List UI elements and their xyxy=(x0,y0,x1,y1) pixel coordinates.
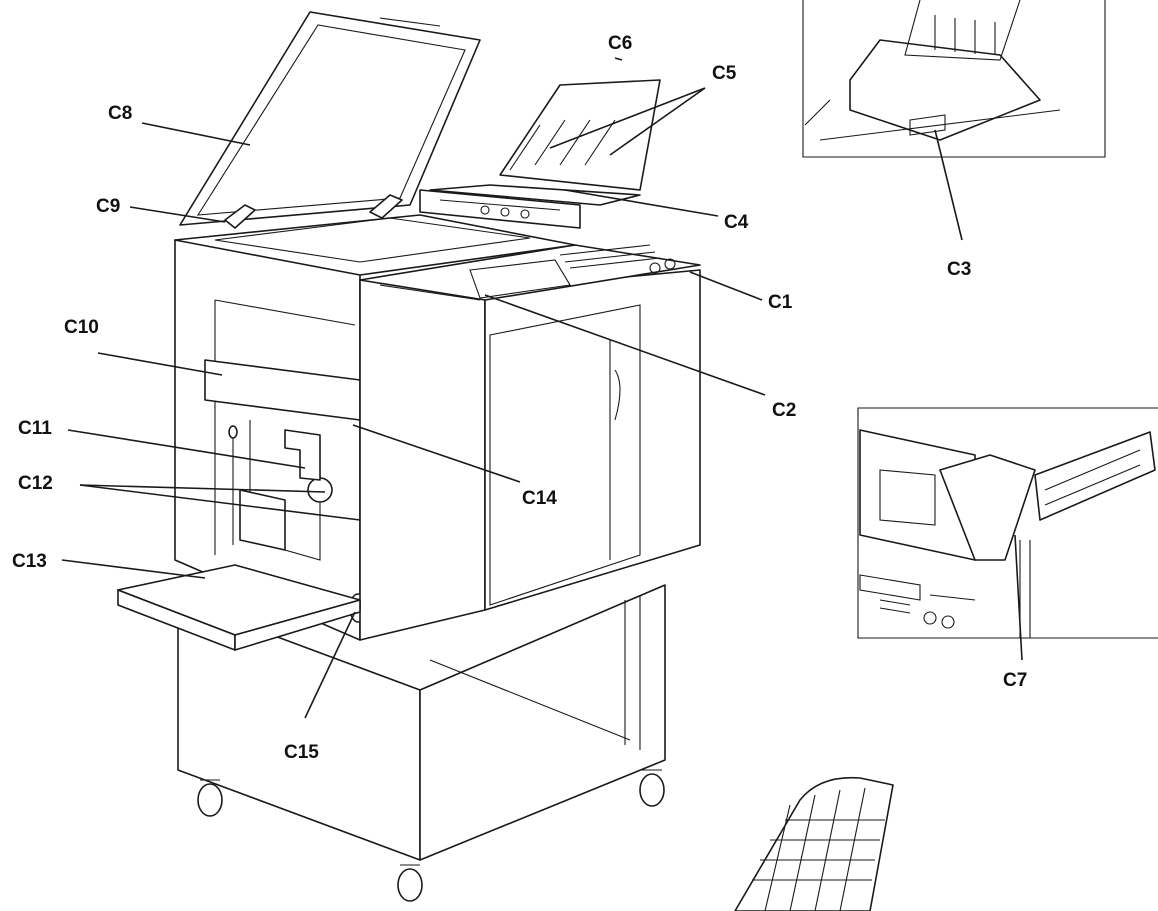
label-c12: C12 xyxy=(18,473,53,494)
leader-c5b xyxy=(609,87,706,156)
leader-c1 xyxy=(689,271,763,301)
label-c1: C1 xyxy=(768,292,793,313)
leader-c15 xyxy=(304,611,356,719)
label-c10: C10 xyxy=(64,317,99,338)
bottom-right-tray xyxy=(734,776,894,911)
label-c7: C7 xyxy=(1003,670,1027,691)
label-c8: C8 xyxy=(108,103,132,124)
callout-labels: C1 C2 C3 C4 C5 C6 C7 C8 C9 C10 C11 C12 C… xyxy=(12,33,1027,763)
leader-c12a xyxy=(79,484,326,493)
inset-top-right xyxy=(802,0,1106,158)
leader-c12b xyxy=(79,484,361,521)
label-c3: C3 xyxy=(947,259,971,280)
main-machine-illustration xyxy=(117,11,701,902)
leader-c11 xyxy=(67,429,306,469)
label-c4: C4 xyxy=(724,212,749,233)
label-c2: C2 xyxy=(772,400,796,421)
leader-c5a xyxy=(549,87,706,149)
label-c6: C6 xyxy=(608,33,632,54)
leader-c2 xyxy=(484,294,766,396)
label-c15: C15 xyxy=(284,742,319,763)
label-c5: C5 xyxy=(712,63,737,84)
leader-c9 xyxy=(129,206,226,223)
inset-middle-right xyxy=(857,407,1158,639)
leader-c7 xyxy=(1014,534,1023,661)
label-c14: C14 xyxy=(522,488,557,509)
label-c11: C11 xyxy=(18,418,52,439)
leader-c14 xyxy=(352,424,521,483)
leader-c10 xyxy=(97,352,223,376)
label-c13: C13 xyxy=(12,551,47,572)
leader-c8 xyxy=(141,122,251,146)
leader-lines xyxy=(61,57,1023,719)
leader-c6 xyxy=(614,57,623,61)
leader-c13 xyxy=(61,559,206,579)
label-c9: C9 xyxy=(96,196,120,217)
leader-c3 xyxy=(934,129,963,241)
leader-c4 xyxy=(564,189,719,217)
